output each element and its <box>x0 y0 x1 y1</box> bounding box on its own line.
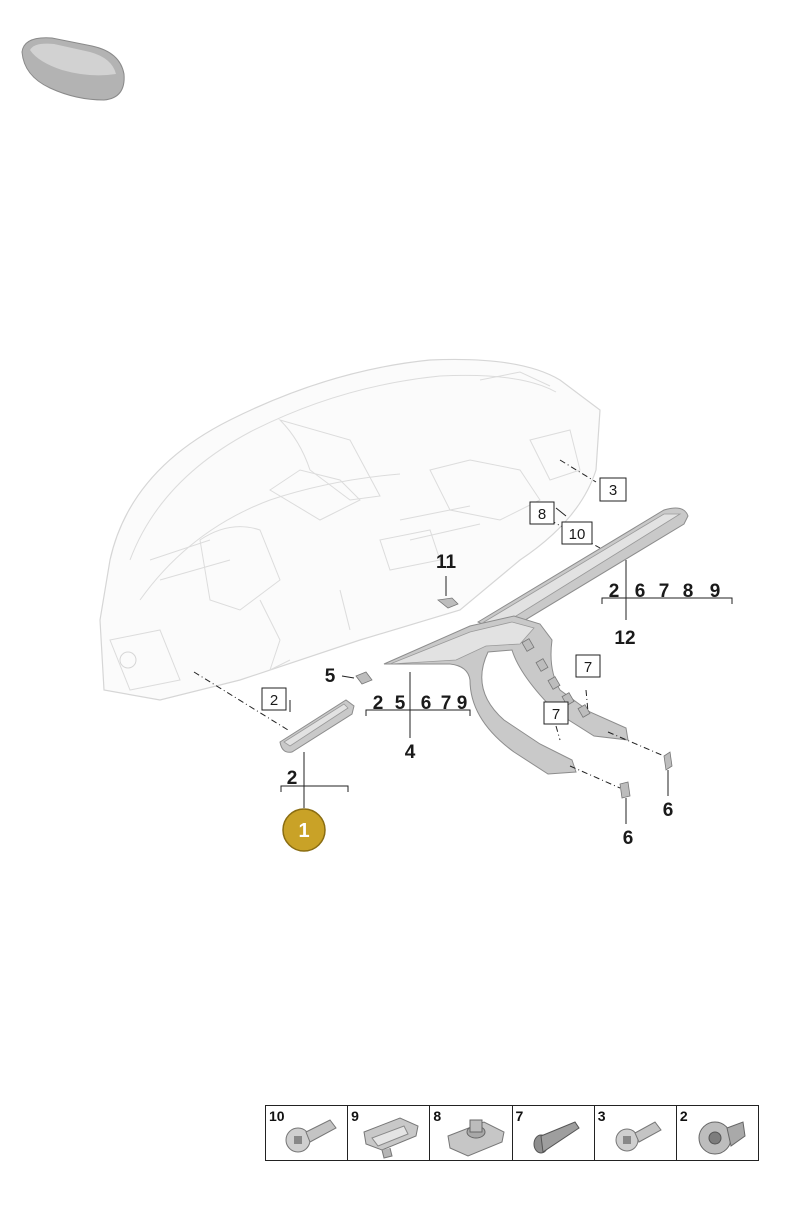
svg-text:6: 6 <box>635 581 646 602</box>
boxed-ref-7-lower: 7 <box>543 701 569 725</box>
svg-text:8: 8 <box>683 581 694 602</box>
svg-text:9: 9 <box>710 581 721 602</box>
car-thumbnail-icon <box>21 37 125 101</box>
legend-cell-9[interactable]: 9 <box>348 1106 431 1160</box>
y-trim-part-4 <box>383 615 629 775</box>
svg-text:7: 7 <box>552 706 560 723</box>
svg-text:2: 2 <box>373 693 384 714</box>
expansion-rivet-icon <box>533 1121 580 1154</box>
highlight-label: 1 <box>298 820 309 842</box>
legend-cell-8[interactable]: 8 <box>430 1106 513 1160</box>
boxed-ref-2: 2 <box>261 687 287 711</box>
trim-strip-part-1 <box>279 699 355 753</box>
group-refs-4: 2 5 6 7 9 <box>373 693 468 714</box>
callout-2: 2 <box>287 768 298 789</box>
callout-11: 11 <box>436 552 457 573</box>
clip-part-6-right <box>663 751 673 771</box>
callout-5: 5 <box>325 666 336 687</box>
group-refs-12: 2 6 7 8 9 <box>609 581 721 602</box>
callout-4: 4 <box>405 742 416 763</box>
clip-part-11 <box>437 597 459 609</box>
torx-screw-icon <box>285 1119 337 1153</box>
svg-text:5: 5 <box>395 693 406 714</box>
torx-screw-short-icon <box>615 1121 662 1152</box>
callout-6-right: 6 <box>663 800 674 821</box>
svg-text:9: 9 <box>457 693 468 714</box>
legend-cell-2[interactable]: 2 <box>677 1106 758 1160</box>
flange-nut-icon <box>698 1121 746 1155</box>
spring-clip-icon <box>363 1117 419 1159</box>
boxed-ref-8: 8 <box>529 501 555 525</box>
callout-12: 12 <box>614 628 635 649</box>
boxed-ref-3: 3 <box>599 477 627 502</box>
boxed-ref-7-upper: 7 <box>575 654 601 678</box>
dashboard-ghost <box>99 358 601 701</box>
svg-text:7: 7 <box>584 659 592 676</box>
svg-text:10: 10 <box>569 526 586 543</box>
svg-text:3: 3 <box>609 482 617 499</box>
svg-text:2: 2 <box>270 692 278 709</box>
clip-part-6-left <box>619 781 631 799</box>
svg-text:2: 2 <box>609 581 620 602</box>
clip-part-5 <box>355 671 373 685</box>
svg-text:7: 7 <box>659 581 670 602</box>
legend-cell-7[interactable]: 7 <box>513 1106 595 1160</box>
highlight-marker-1[interactable] <box>282 808 326 852</box>
console-trim-part-12 <box>476 507 689 635</box>
svg-text:6: 6 <box>421 693 432 714</box>
fastener-legend: 10 9 8 7 3 <box>265 1105 759 1161</box>
svg-text:7: 7 <box>441 693 452 714</box>
legend-cell-3[interactable]: 3 <box>595 1106 677 1160</box>
boxed-ref-10: 10 <box>561 521 593 545</box>
legend-cell-10[interactable]: 10 <box>266 1106 349 1160</box>
svg-text:8: 8 <box>538 506 546 523</box>
callout-6-left: 6 <box>623 828 634 849</box>
clip-nut-icon <box>447 1119 505 1157</box>
